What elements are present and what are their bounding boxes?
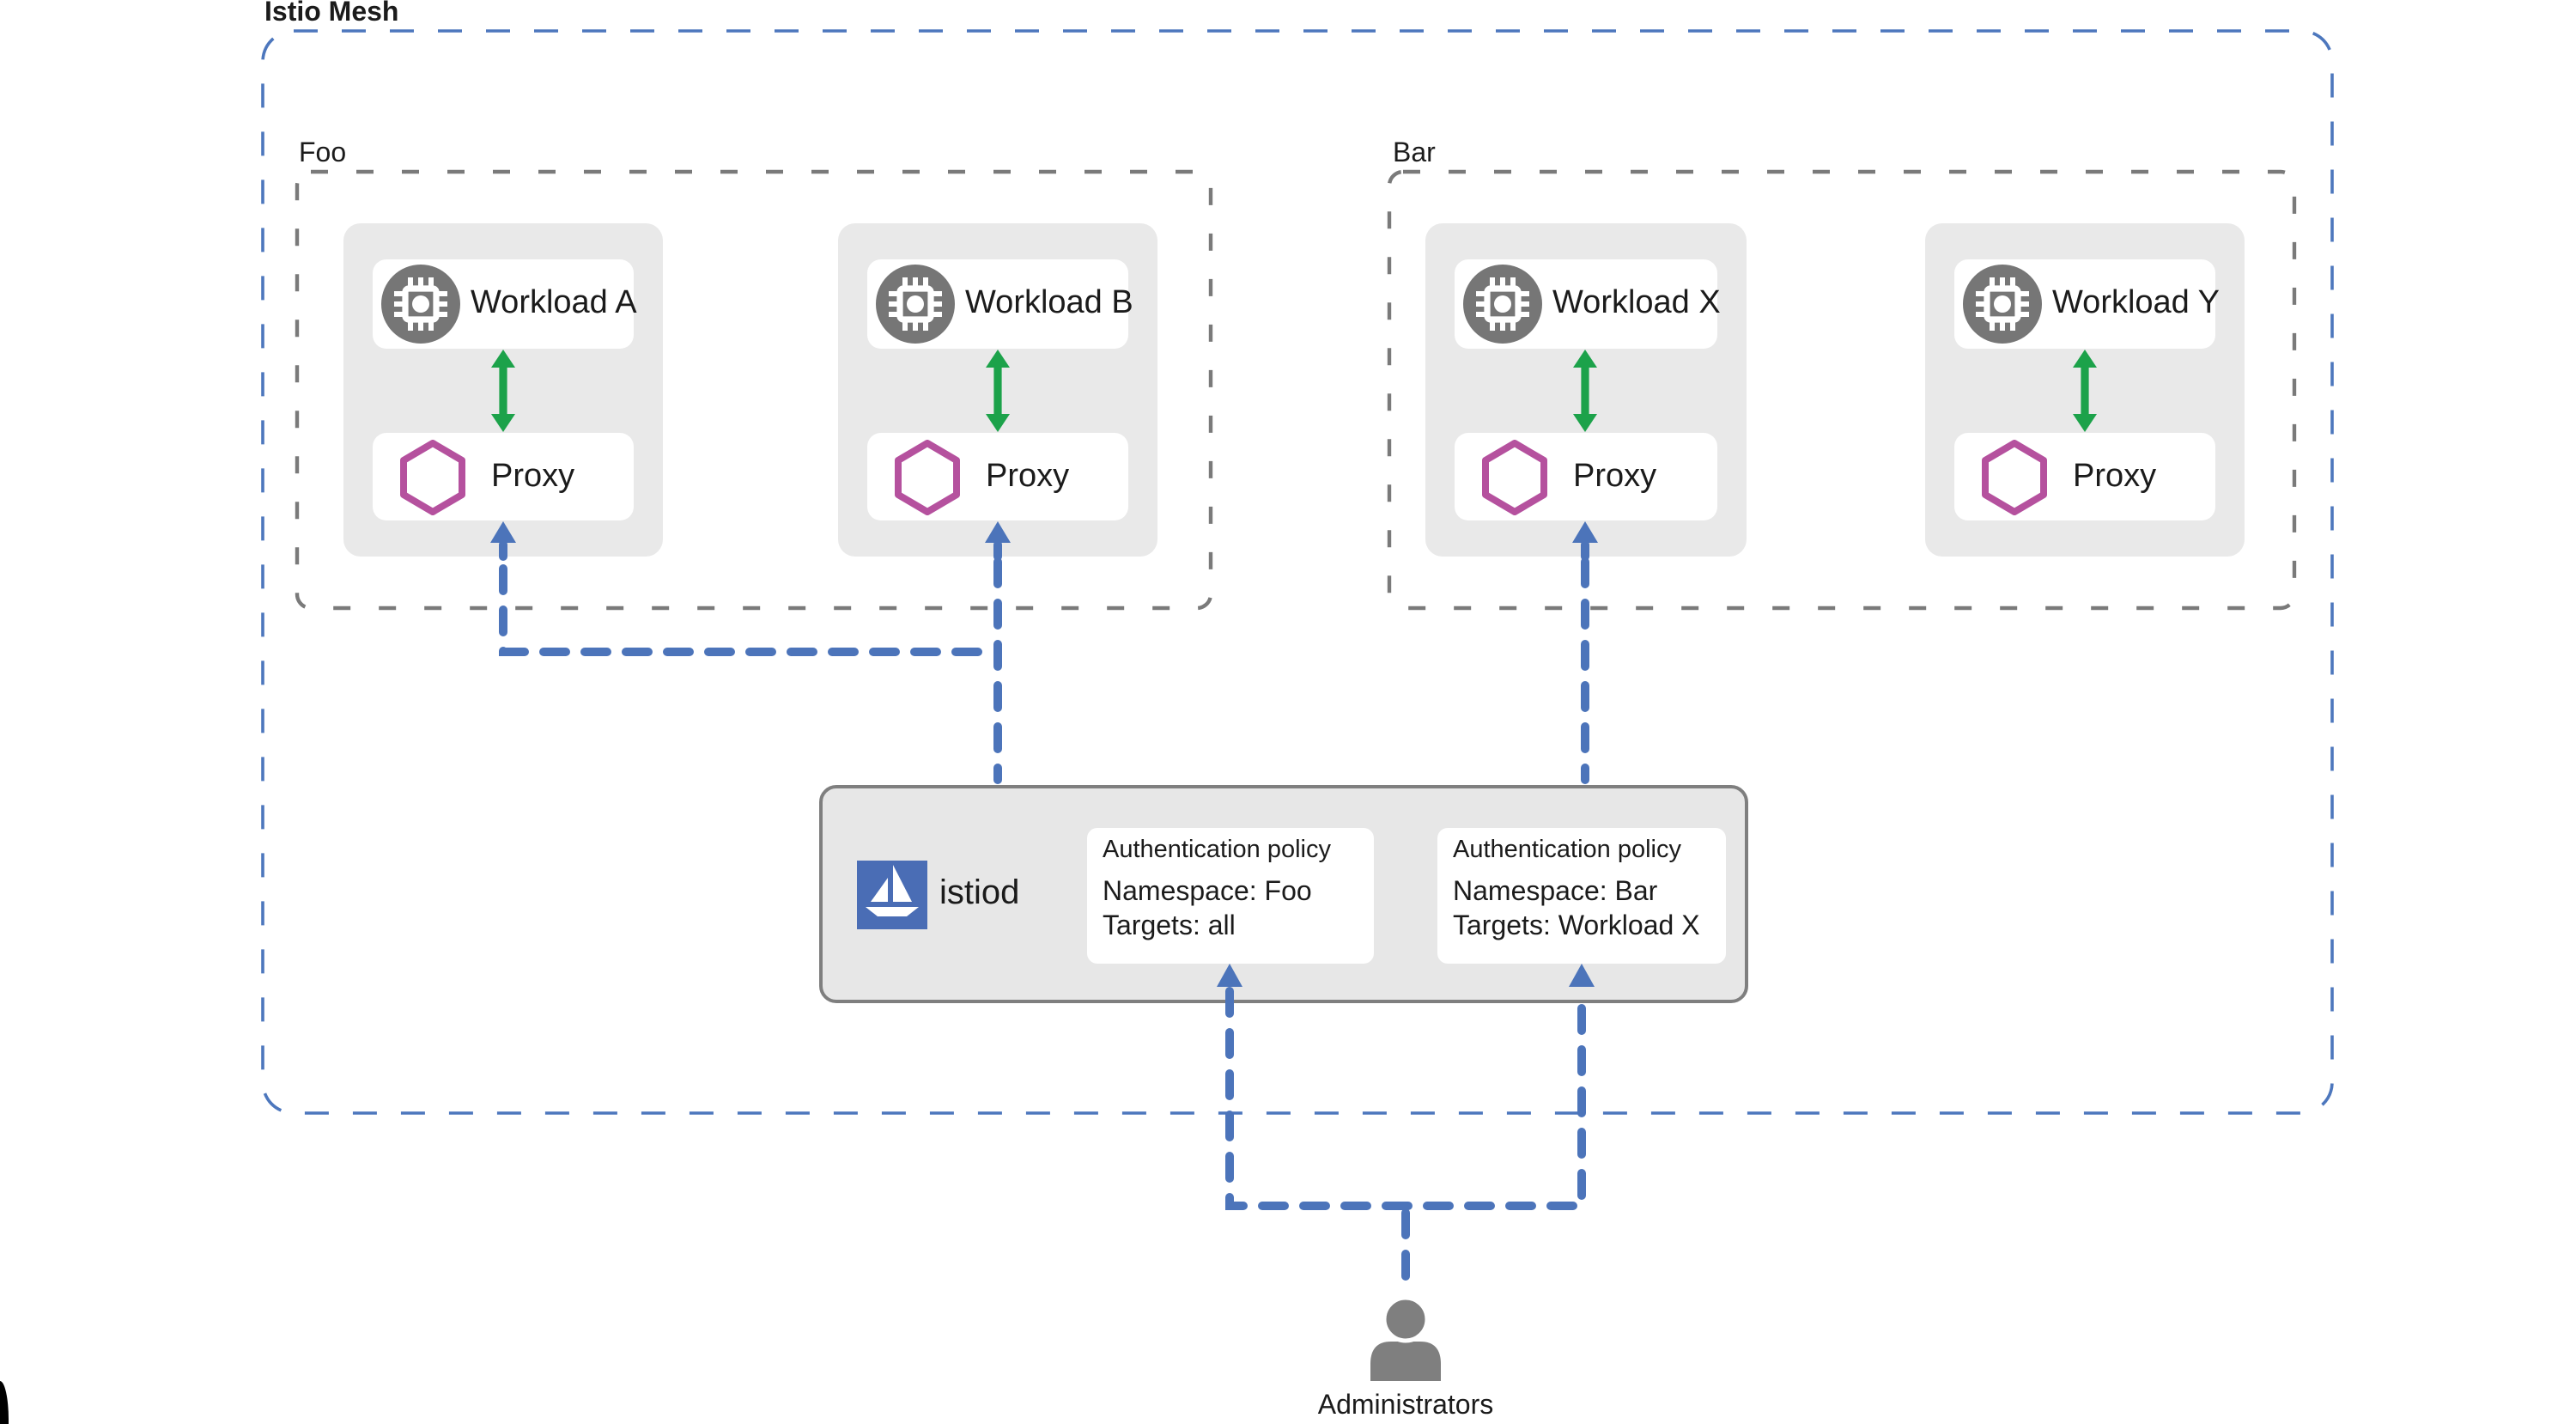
auth-policy-card-foo: Authentication policy Namespace: Foo Tar… (1087, 828, 1374, 964)
proxy-hexagon-icon (895, 439, 960, 514)
proxy-card: Proxy (867, 433, 1128, 520)
workload-chip-icon (1463, 265, 1542, 344)
istio-logo-icon (857, 861, 927, 929)
workload-group-y: Workload Y Proxy (1925, 223, 2245, 557)
proxy-card: Proxy (373, 433, 634, 520)
namespace-label-bar: Bar (1393, 139, 1436, 168)
proxy-hexagon-icon (400, 439, 465, 514)
proxy-hexagon-icon (1982, 439, 2047, 514)
auth-policy-namespace: Namespace: Bar (1453, 878, 1658, 907)
corner-artifact (0, 1381, 9, 1424)
auth-policy-title: Authentication policy (1453, 837, 1681, 864)
namespace-label-foo: Foo (299, 139, 347, 168)
proxy-card: Proxy (1455, 433, 1717, 520)
workload-label: Workload X (1552, 285, 1721, 321)
istiod-label: istiod (939, 874, 1020, 912)
auth-policy-targets: Targets: all (1103, 912, 1236, 941)
workload-card: Workload B (867, 259, 1133, 349)
control-line-proxy-a (499, 564, 992, 656)
workload-group-x: Workload X Proxy (1425, 223, 1747, 557)
auth-policy-title: Authentication policy (1103, 837, 1331, 864)
proxy-hexagon-icon (1482, 439, 1547, 514)
workload-chip-icon (381, 265, 460, 344)
workload-chip-icon (876, 265, 955, 344)
auth-policy-card-bar: Authentication policy Namespace: Bar Tar… (1437, 828, 1726, 964)
proxy-card: Proxy (1954, 433, 2215, 520)
mesh-title: Istio Mesh (264, 0, 399, 27)
auth-policy-targets: Targets: Workload X (1453, 912, 1700, 941)
workload-group-b: Workload B Proxy (838, 223, 1157, 557)
workload-group-a: Workload A Proxy (343, 223, 663, 557)
workload-label: Workload B (965, 285, 1133, 321)
proxy-label: Proxy (986, 458, 1070, 494)
workload-chip-icon (1963, 265, 2042, 344)
auth-policy-namespace: Namespace: Foo (1103, 878, 1312, 907)
administrators-icon (1370, 1295, 1441, 1381)
workload-card: Workload A (373, 259, 637, 349)
workload-label: Workload Y (2052, 285, 2221, 321)
proxy-label: Proxy (1573, 458, 1657, 494)
proxy-label: Proxy (491, 458, 575, 494)
control-line-administrators (1225, 987, 1586, 1210)
workload-card: Workload Y (1954, 259, 2220, 349)
administrators-label: Administrators (1317, 1391, 1494, 1421)
workload-card: Workload X (1455, 259, 1721, 349)
istiod-box: istiod Authentication policy Namespace: … (819, 785, 1748, 1003)
workload-label: Workload A (471, 285, 637, 321)
proxy-label: Proxy (2073, 458, 2157, 494)
